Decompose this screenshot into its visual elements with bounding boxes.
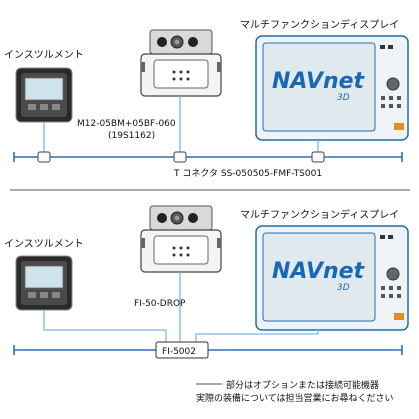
bottom-mfd-cable	[195, 330, 319, 342]
top-mfd-brand-sub: 3D	[337, 93, 350, 103]
top-mfd-power-icon	[394, 123, 404, 130]
legend: 部分はオプションまたは接続可能機器 実際の装備については担当営業にお尋ねください	[196, 379, 394, 404]
top-mfd-screen	[262, 42, 376, 132]
bottom-mfd-screen	[262, 232, 376, 322]
junction-box-label: FI-5002	[162, 347, 196, 357]
top-instrument-device	[15, 67, 73, 123]
bottom-mfd-brand-sub: 3D	[337, 283, 350, 293]
top-module-part-line1: M12-05BM+05BF-060	[77, 119, 176, 129]
top-instrument-label: インスツルメント	[4, 50, 84, 61]
top-mfd-brand: NAVnet	[272, 69, 366, 94]
top-tee-connector-instrument	[37, 151, 51, 163]
legend-line2: 実際の装備については担当営業にお尋ねください	[196, 392, 394, 404]
bottom-module-knob-icon	[157, 213, 167, 223]
top-section: インスツルメント マルチファンクションディスプレイ	[4, 18, 409, 179]
top-tee-connector-mfd	[311, 151, 325, 163]
top-module-part-line2: (19S1162)	[108, 131, 155, 141]
bottom-instrument-device	[15, 255, 73, 311]
legend-line1: 部分はオプションまたは接続可能機器	[226, 379, 379, 391]
top-instrument-screen	[24, 77, 64, 101]
junction-box	[155, 341, 209, 359]
top-tee-connector-label: T コネクタ SS-050505-FMF-TS001	[173, 168, 322, 179]
bottom-instrument-label: インスツルメント	[4, 239, 84, 250]
bottom-instrument-cable	[43, 310, 167, 342]
bottom-mfd-device: NAVnet 3D	[255, 225, 409, 331]
bottom-section: インスツルメント マルチファンクションディスプレイ	[4, 205, 409, 359]
drop-cable-label: FI-50-DROP	[134, 299, 186, 309]
bottom-module-device	[140, 205, 222, 273]
top-module-knob-icon	[157, 37, 167, 47]
top-tee-connector-module	[173, 151, 187, 163]
top-mfd-device: NAVnet 3D	[255, 35, 409, 141]
top-module-device	[140, 29, 222, 97]
bottom-instrument-screen	[24, 265, 64, 289]
bottom-mfd-brand: NAVnet	[272, 259, 366, 284]
bottom-mfd-power-icon	[394, 313, 404, 320]
top-mfd-label: マルチファンクションディスプレイ	[240, 18, 399, 31]
bottom-mfd-label: マルチファンクションディスプレイ	[240, 208, 399, 221]
